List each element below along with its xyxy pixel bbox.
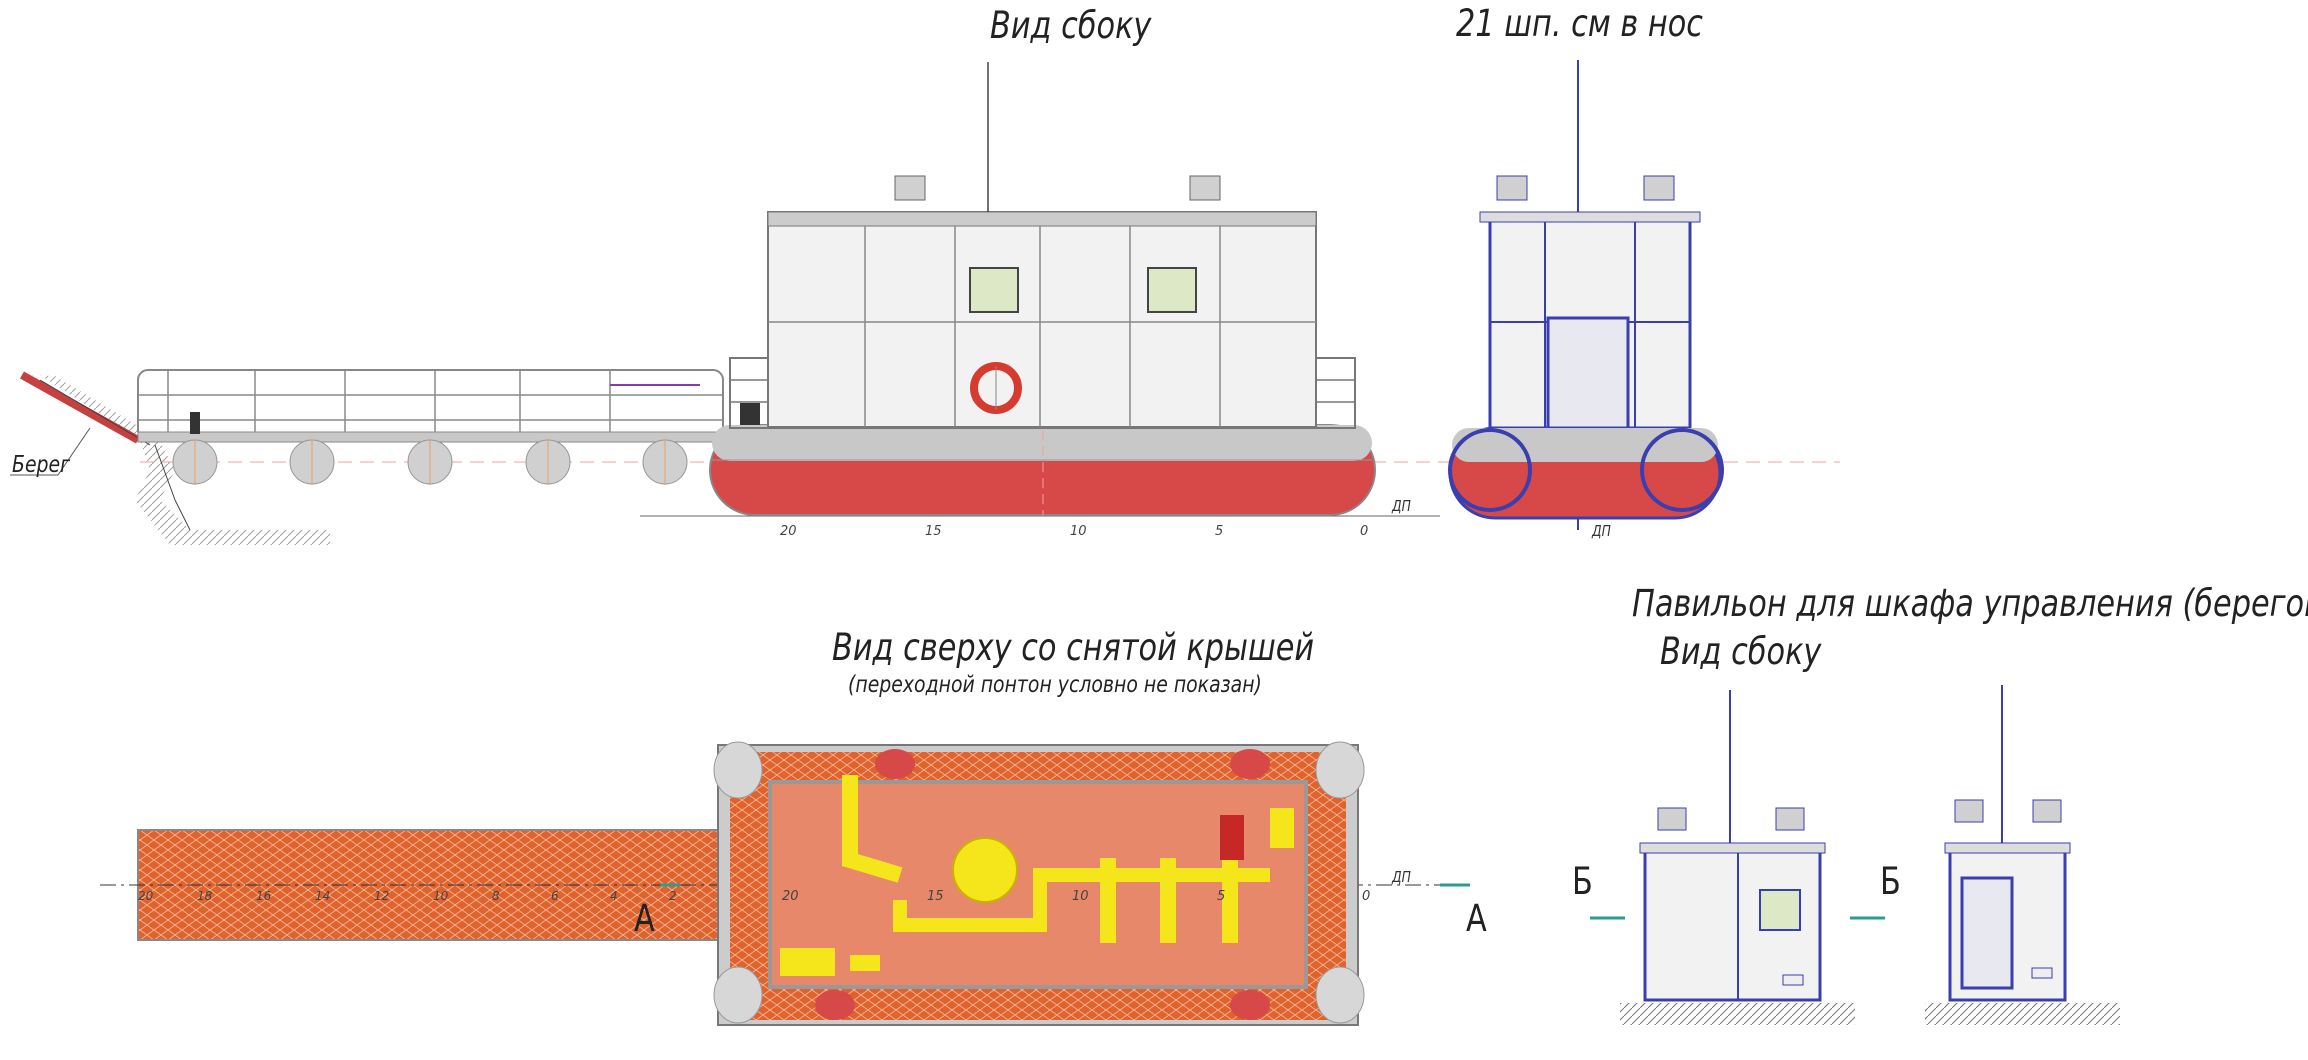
shore-bank xyxy=(10,371,330,545)
frame-view-title: 21 шп. см в нос xyxy=(1456,2,1703,45)
hull-frame-scale: 20 15 10 5 0 xyxy=(780,524,1368,539)
hull-frame-number: 20 xyxy=(780,524,797,539)
top-view-frame-number: 20 xyxy=(782,889,799,904)
top-view-frame-number: 5 xyxy=(1217,889,1225,904)
section-b-left: Б xyxy=(1572,860,1593,903)
dp-label-front: ДП xyxy=(1592,522,1611,540)
frame-section-view xyxy=(1448,60,1724,530)
top-view-frame-number: 15 xyxy=(927,889,944,904)
gangway-frame-number: 10 xyxy=(433,889,449,903)
side-view-drawing xyxy=(10,62,1840,545)
gangway-frame-number: 14 xyxy=(315,889,330,903)
top-view-frame-number: 10 xyxy=(1072,889,1089,904)
gangway-frame-number: 2 xyxy=(669,889,677,903)
gangway-frame-number: 16 xyxy=(256,889,272,903)
pavilion-title: Павильон для шкафа управления (береговой… xyxy=(1632,582,2308,625)
gangway-frame-number: 8 xyxy=(492,889,500,903)
dp-label-side: ДП xyxy=(1392,497,1411,515)
pavilion-side-view-title: Вид сбоку xyxy=(1660,630,1822,673)
gangway-frame-number: 12 xyxy=(374,889,389,903)
gangway-frame-number: 18 xyxy=(197,889,213,903)
section-b-right: Б xyxy=(1880,860,1901,903)
section-a-left: А xyxy=(634,897,655,940)
hull-frame-number: 5 xyxy=(1215,524,1223,539)
top-view-frame-scale: 20 15 10 5 0 xyxy=(782,889,1370,904)
gangway-frame-number: 6 xyxy=(551,889,559,903)
dp-label-top: ДП xyxy=(1392,868,1411,886)
gangway-frame-number: 4 xyxy=(610,889,618,903)
shore-label: Берег xyxy=(12,452,71,478)
section-a-right: А xyxy=(1466,897,1487,940)
hull-frame-number: 0 xyxy=(1360,524,1368,539)
top-view-title: Вид сверху со снятой крышей xyxy=(832,626,1315,669)
pavilion-views xyxy=(1590,685,2120,1025)
gangway-frame-scale: 20 18 16 14 12 10 8 6 4 2 xyxy=(138,889,677,903)
gangway-frame-number: 20 xyxy=(138,889,154,903)
top-view-note: (переходной понтон условно не показан) xyxy=(848,672,1262,698)
gas-piping xyxy=(780,775,1294,976)
hull-frame-number: 15 xyxy=(925,524,942,539)
main-hull-side xyxy=(709,424,1376,516)
top-view-frame-number: 0 xyxy=(1362,889,1370,904)
side-view-title: Вид сбоку xyxy=(990,4,1152,47)
top-view-drawing xyxy=(100,741,1470,1026)
gangway-pontoon-side xyxy=(137,369,724,485)
cabin-side xyxy=(767,62,1317,428)
hull-frame-number: 10 xyxy=(1070,524,1087,539)
